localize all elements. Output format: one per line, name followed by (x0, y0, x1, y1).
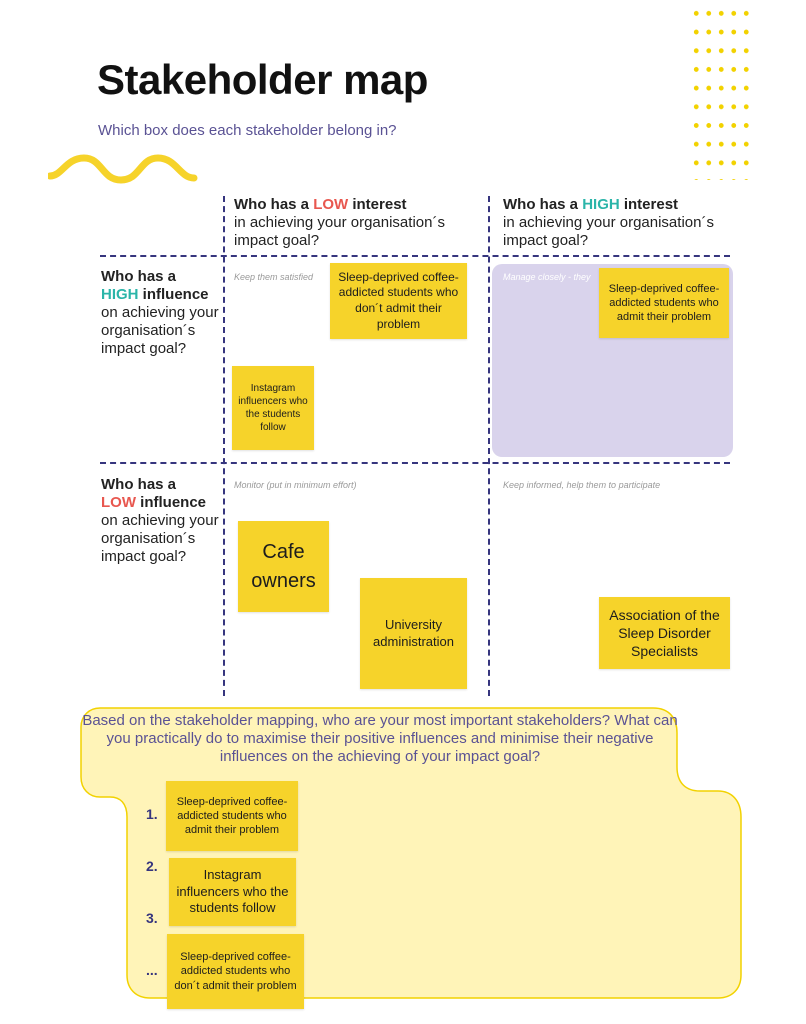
sticky-note[interactable]: Cafe owners (238, 521, 329, 612)
quadrant-hint-monitor: Monitor (put in minimum effort) (234, 480, 357, 490)
column-header-low-interest: Who has a LOW interest in achieving your… (234, 196, 445, 249)
sticky-note[interactable]: Sleep-deprived coffee-addicted students … (599, 268, 729, 338)
answer-sticky-note[interactable]: Instagram influencers who the students f… (169, 858, 296, 926)
grid-line-middle (100, 462, 730, 464)
grid-line-top (100, 255, 730, 257)
quadrant-hint-keep-satisfied: Keep them satisfied (234, 272, 314, 282)
sticky-note-text: Sleep-deprived coffee-addicted students … (338, 269, 459, 331)
list-number: 2. (146, 858, 158, 874)
sticky-note-text: Sleep-deprived coffee-addicted students … (174, 951, 297, 992)
sticky-note-text: Sleep-deprived coffee-addicted students … (608, 282, 720, 324)
sticky-note[interactable]: University administration (360, 578, 467, 689)
sticky-note[interactable]: Instagram influencers who the students f… (232, 366, 314, 450)
sticky-note-text: Cafe owners (251, 540, 316, 592)
list-number: 3. (146, 910, 158, 926)
answer-sticky-note[interactable]: Sleep-deprived coffee-addicted students … (166, 781, 298, 851)
sticky-note-text: Sleep-deprived coffee-addicted students … (176, 795, 288, 837)
decorative-squiggle (48, 154, 198, 184)
sticky-note-text: Association of the Sleep Disorder Specia… (609, 606, 720, 660)
sticky-note[interactable]: Association of the Sleep Disorder Specia… (599, 597, 730, 669)
quadrant-hint-keep-informed: Keep informed, help them to participate (503, 480, 661, 490)
grid-line-center (488, 196, 490, 696)
page-subtitle: Which box does each stakeholder belong i… (98, 122, 397, 139)
row-header-high-influence: Who has a HIGH influence on achieving yo… (101, 268, 219, 357)
sticky-note-text: Instagram influencers who the students f… (238, 383, 308, 433)
list-number: ... (146, 962, 158, 978)
list-number: 1. (146, 806, 158, 822)
grid-line-left (223, 196, 225, 696)
decorative-dot-grid (690, 4, 750, 180)
sticky-note-text: University administration (373, 616, 454, 649)
sticky-note-text: Instagram influencers who the students f… (176, 866, 289, 916)
quadrant-hint-manage-closely: Manage closely - they (503, 272, 591, 282)
question-text: Based on the stakeholder mapping, who ar… (82, 712, 678, 765)
column-header-high-interest: Who has a HIGH interest in achieving you… (503, 196, 714, 249)
sticky-note[interactable]: Sleep-deprived coffee-addicted students … (330, 263, 467, 339)
answer-sticky-note[interactable]: Sleep-deprived coffee-addicted students … (167, 934, 304, 1009)
row-header-low-influence: Who has a LOW influence on achieving you… (101, 476, 219, 565)
page-title: Stakeholder map (97, 56, 428, 103)
